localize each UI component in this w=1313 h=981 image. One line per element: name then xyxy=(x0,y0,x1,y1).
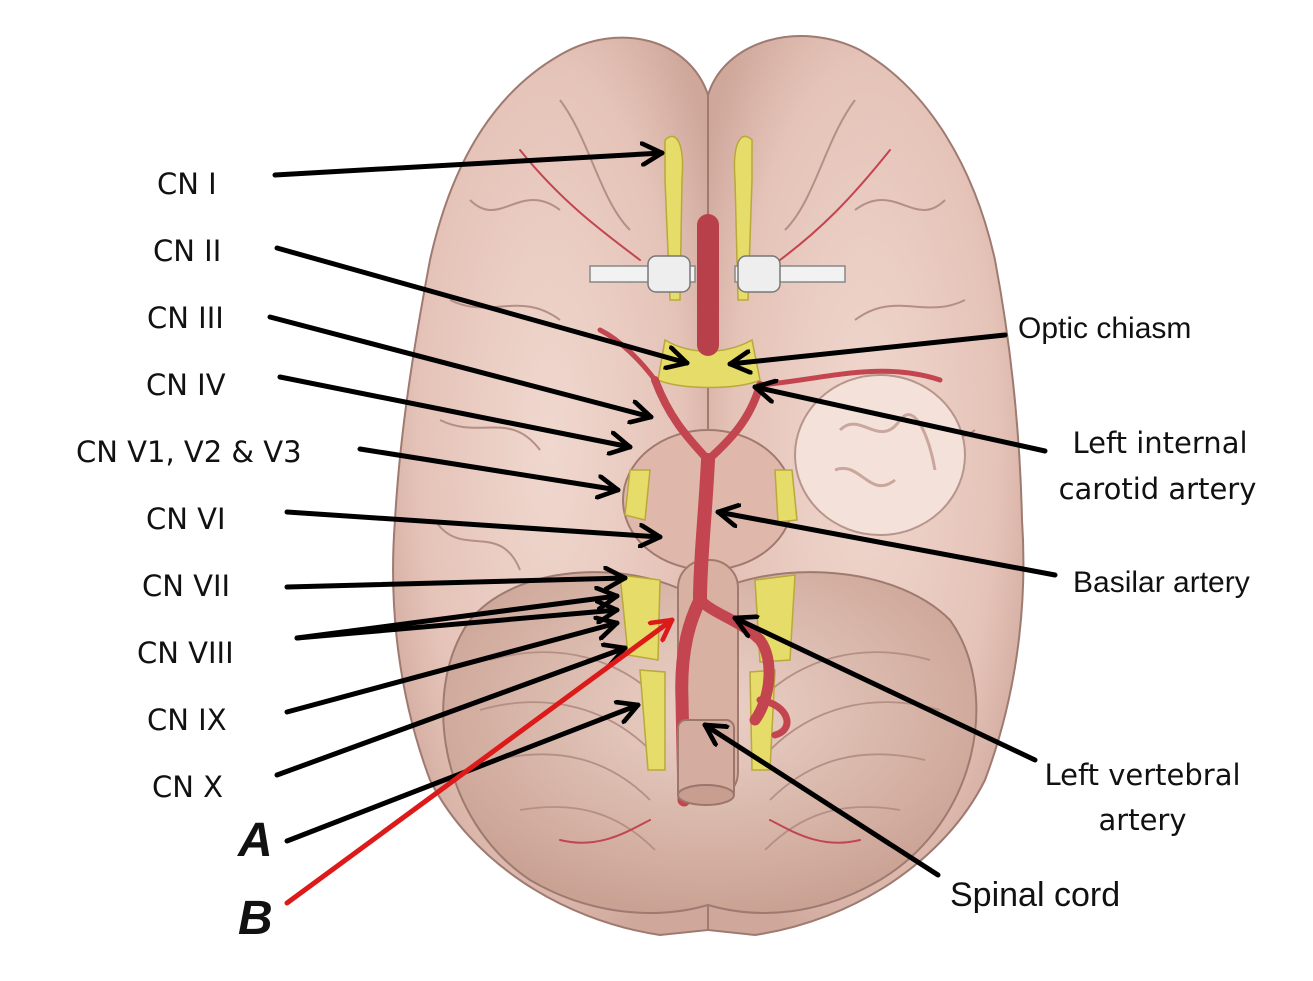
arrow-left-vertebral xyxy=(732,618,1038,763)
olfactory-nerves xyxy=(619,135,798,771)
label-optic-chiasm: Optic chiasm xyxy=(1018,312,1192,345)
label-cn10: CN X xyxy=(152,770,224,804)
clamps xyxy=(589,255,846,293)
arrow-spinal-cord xyxy=(702,722,941,878)
temporal-section xyxy=(794,374,966,536)
label-cn6: CN VI xyxy=(146,502,226,536)
label-cn3: CN III xyxy=(147,301,224,335)
label-left-internal-carotid-line2: carotid artery xyxy=(1058,472,1257,506)
label-left-internal-carotid-line1: Left internal xyxy=(1072,426,1248,460)
spinal-cord-stump xyxy=(677,719,735,806)
label-cn9: CN IX xyxy=(147,703,227,737)
arteries xyxy=(519,149,943,844)
arrow-basilar-artery xyxy=(715,512,1058,578)
arrow-b xyxy=(284,617,675,906)
arrow-cn6 xyxy=(284,509,663,537)
label-left-vertebral-line1: Left vertebral xyxy=(1044,758,1241,792)
label-cn7: CN VII xyxy=(142,569,231,603)
arrow-cn5 xyxy=(357,446,621,490)
label-a: A xyxy=(238,814,273,867)
label-cn2: CN II xyxy=(153,234,222,268)
arrow-cn8b xyxy=(294,610,620,641)
label-cn5: CN V1, V2 & V3 xyxy=(76,435,302,469)
arrow-cn9 xyxy=(284,623,620,715)
label-spinal-cord: Spinal cord xyxy=(950,876,1121,914)
label-left-vertebral-line2: artery xyxy=(1098,803,1187,837)
arrow-cn10 xyxy=(274,648,628,778)
label-b: B xyxy=(238,892,273,945)
label-cn4: CN IV xyxy=(146,368,226,402)
arrow-cn1 xyxy=(272,153,665,178)
arrow-optic-chiasm xyxy=(727,332,1008,364)
right-arrows xyxy=(702,332,1058,878)
arrow-left-internal-carotid xyxy=(752,387,1048,454)
arrow-cn7 xyxy=(284,578,628,587)
arrow-cn4 xyxy=(277,374,633,447)
label-basilar-artery: Basilar artery xyxy=(1073,566,1250,599)
arrow-cn3 xyxy=(267,314,654,417)
label-cn1: CN I xyxy=(157,167,217,201)
arrow-cn2 xyxy=(274,245,690,363)
label-cn8: CN VIII xyxy=(137,636,234,670)
